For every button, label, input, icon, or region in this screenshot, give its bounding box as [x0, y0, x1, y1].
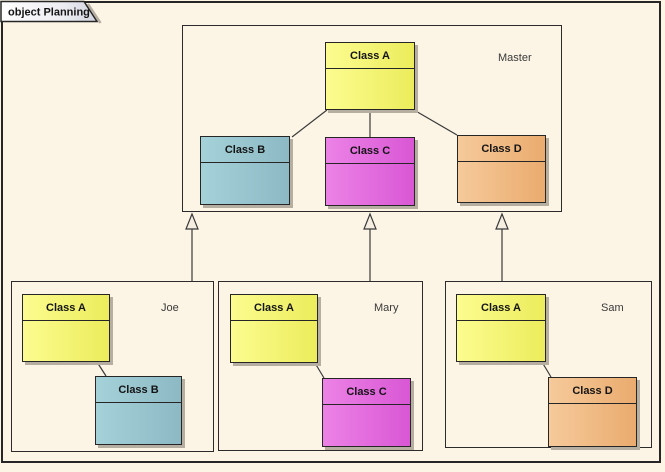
class-box-master-class-d[interactable]: Class D — [457, 135, 546, 203]
class-attributes-compartment — [96, 403, 181, 444]
class-box-sam-class-d[interactable]: Class D — [548, 377, 637, 447]
generalization-sam-master-arrowhead-icon[interactable] — [495, 212, 509, 230]
class-box-master-class-b[interactable]: Class B — [200, 136, 290, 205]
generalization-joe-master-arrowhead-icon[interactable] — [185, 212, 199, 230]
frame-joe[interactable]: Joe — [11, 281, 214, 452]
class-name: Class C — [323, 379, 410, 405]
frame-master[interactable]: Master — [182, 25, 562, 212]
class-attributes-compartment — [23, 321, 109, 361]
link-classA-classB-master[interactable] — [291, 109, 328, 138]
class-box-mary-class-a[interactable]: Class A — [230, 294, 318, 363]
link-classA-classD-master[interactable] — [413, 109, 458, 136]
frame-label-master: Master — [498, 52, 532, 64]
class-box-joe-class-b[interactable]: Class B — [95, 376, 182, 445]
frame-sam[interactable]: Sam — [445, 281, 652, 448]
class-attributes-compartment — [549, 404, 636, 446]
tab-shadow — [86, 3, 102, 24]
class-attributes-compartment — [326, 69, 414, 109]
class-box-sam-class-a[interactable]: Class A — [456, 294, 546, 362]
frame-label-joe: Joe — [161, 302, 179, 314]
class-attributes-compartment — [231, 321, 317, 362]
link-classA-classD-sam[interactable] — [541, 361, 552, 378]
class-attributes-compartment — [323, 405, 410, 446]
class-name: Class B — [96, 377, 181, 403]
diagram-tab: object Planning — [0, 0, 102, 24]
class-name: Class D — [549, 378, 636, 404]
class-name: Class A — [457, 295, 545, 321]
class-box-joe-class-a[interactable]: Class A — [22, 294, 110, 362]
frame-mary[interactable]: Mary — [218, 281, 423, 451]
generalization-mary-master-arrowhead-icon[interactable] — [363, 212, 377, 230]
class-name: Class C — [326, 138, 414, 164]
link-classA-classC-mary[interactable] — [314, 362, 325, 379]
diagram-tab-label: object Planning — [8, 7, 90, 19]
class-name: Class A — [231, 295, 317, 321]
frame-label-sam: Sam — [601, 302, 624, 314]
class-box-master-class-a[interactable]: Class A — [325, 42, 415, 110]
class-name: Class A — [23, 295, 109, 321]
class-attributes-compartment — [457, 321, 545, 361]
class-name: Class B — [201, 137, 289, 163]
link-classA-classB-joe[interactable] — [96, 361, 107, 377]
class-name: Class A — [326, 43, 414, 69]
frame-label-mary: Mary — [374, 302, 399, 314]
class-attributes-compartment — [201, 163, 289, 204]
class-box-master-class-c[interactable]: Class C — [325, 137, 415, 206]
class-attributes-compartment — [326, 164, 414, 205]
class-box-mary-class-c[interactable]: Class C — [322, 378, 411, 447]
class-name: Class D — [458, 136, 545, 162]
class-attributes-compartment — [458, 162, 545, 202]
